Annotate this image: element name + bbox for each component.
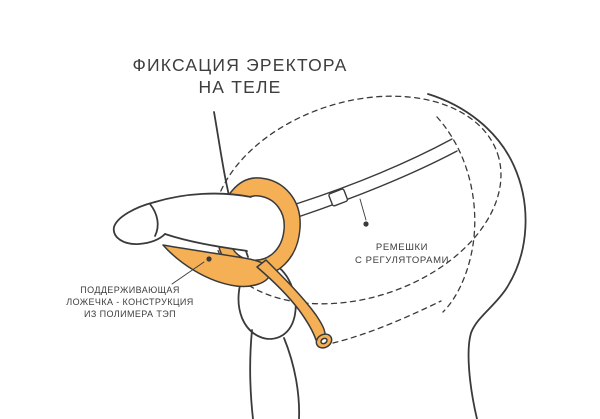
strap-lower-line <box>297 150 458 218</box>
straps-leader-dot <box>363 221 369 227</box>
support-label-line3: ИЗ ПОЛИМЕРА ТЭП <box>84 309 176 319</box>
penis-outline <box>112 192 252 252</box>
support-label-line2: ЛОЖЕЧКА - КОНСТРУКЦИЯ <box>66 297 193 307</box>
strap-adjuster-buckle <box>328 188 349 207</box>
support-leader-dot <box>206 256 212 262</box>
device-lower-strap <box>256 259 326 341</box>
thigh-front-line <box>283 337 301 419</box>
strap-upper-line <box>295 138 453 205</box>
crotch-strap-dashed-line <box>332 300 442 344</box>
text-layer: ФИКСАЦИЯ ЭРЕКТОРА НА ТЕЛЕ РЕМЕШКИ С РЕГУ… <box>66 55 449 319</box>
device-support-spoon <box>162 244 271 288</box>
support-leader-line <box>171 261 205 285</box>
penis-shaft-fill <box>113 193 252 251</box>
straps-label-line2: С РЕГУЛЯТОРАМИ <box>355 255 449 266</box>
penis-bottom-line <box>164 233 248 252</box>
leader-lines <box>171 198 369 285</box>
glans-outline <box>112 201 166 245</box>
buttock-outline <box>427 93 527 419</box>
penis-top-line <box>154 192 252 203</box>
scrotum-outline <box>237 262 297 340</box>
support-label-line1: ПОДДЕРЖИВАЮЩАЯ <box>80 285 180 295</box>
figure-drawing <box>112 93 527 419</box>
corona-line <box>149 203 159 237</box>
diagram-title-line2: НА ТЕЛЕ <box>198 77 281 97</box>
device-strap-eyelet-hole <box>320 337 328 345</box>
thigh-inner-line <box>249 329 254 419</box>
diagram-title-line1: ФИКСАЦИЯ ЭРЕКТОРА <box>132 55 347 75</box>
back-strap-dashed-line <box>436 116 476 313</box>
straps-leader-line <box>359 198 367 221</box>
straps-label-line1: РЕМЕШКИ <box>376 242 428 253</box>
strap-solid-group <box>295 138 458 218</box>
